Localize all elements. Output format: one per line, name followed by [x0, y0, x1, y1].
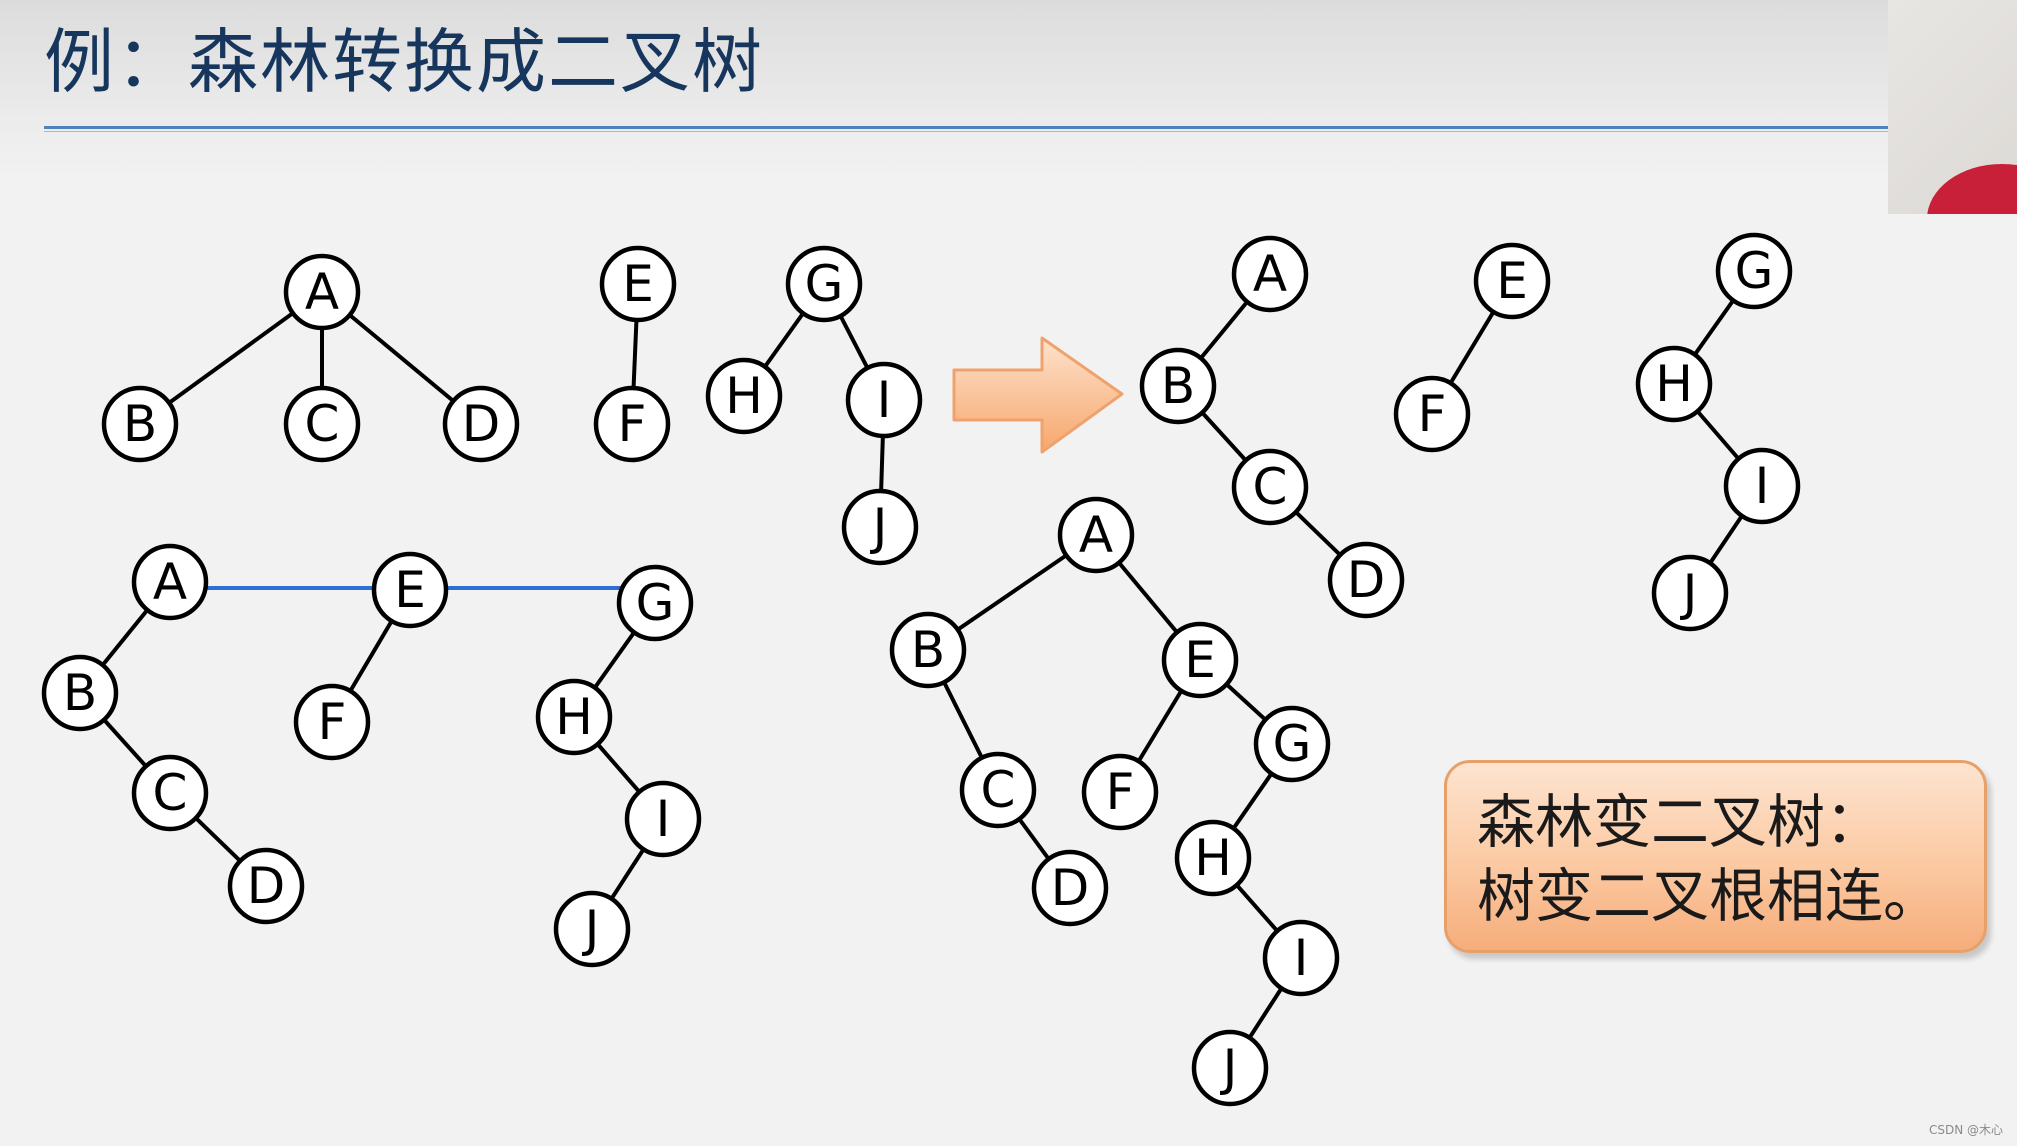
tree-node: B — [1139, 347, 1217, 425]
node-label: H — [725, 367, 763, 425]
tree-node: E — [371, 551, 449, 629]
tree-node: E — [1473, 242, 1551, 320]
node-label: A — [1253, 245, 1287, 303]
node-label: B — [63, 664, 97, 722]
tree-node: D — [1031, 849, 1109, 927]
node-label: D — [1051, 859, 1090, 917]
tree-node: I — [1723, 447, 1801, 525]
tree-node: C — [283, 385, 361, 463]
final-binary-tree: A B C D E F G H I J — [889, 496, 1340, 1107]
tree-node: C — [131, 754, 209, 832]
roots-connected: A B C D E F G H I J — [41, 543, 702, 968]
webcam-overlay — [1888, 0, 2017, 214]
node-label: E — [1496, 252, 1528, 310]
title-rule — [44, 126, 1888, 129]
node-label: D — [462, 395, 501, 453]
tree-node: J — [841, 488, 919, 566]
node-label: C — [305, 395, 340, 453]
node-label: I — [877, 371, 892, 429]
node-label: H — [1194, 829, 1232, 887]
node-label: E — [622, 255, 654, 313]
node-label: I — [1755, 457, 1770, 515]
node-label: B — [1161, 357, 1195, 415]
tree-node: J — [1191, 1029, 1269, 1107]
tree-node: A — [1231, 235, 1309, 313]
tree-node: A — [283, 253, 361, 331]
tree-node: G — [1715, 232, 1793, 310]
node-label: J — [870, 498, 888, 556]
node-label: G — [805, 255, 844, 313]
node-label: H — [555, 688, 593, 746]
slide-title: 例：森林转换成二叉树 — [44, 21, 764, 103]
tree-node: F — [1081, 753, 1159, 831]
tree-node: G — [616, 564, 694, 642]
node-label: B — [911, 621, 945, 679]
node-label: F — [1106, 763, 1135, 821]
watermark: CSDN @木心 — [1928, 1123, 2003, 1137]
tree-node: I — [1262, 919, 1340, 997]
tree-node: B — [889, 611, 967, 689]
tree-node: E — [1161, 621, 1239, 699]
tree-node: J — [1651, 554, 1729, 632]
tree-node: A — [1057, 496, 1135, 574]
node-label: F — [618, 395, 647, 453]
callout-line-1: 森林变二叉树： — [1477, 788, 1884, 856]
node-label: G — [1273, 715, 1312, 773]
node-label: I — [656, 790, 671, 848]
node-label: I — [1294, 929, 1309, 987]
tree-node: C — [959, 751, 1037, 829]
tree-node: F — [1393, 375, 1471, 453]
tree-node: H — [1635, 345, 1713, 423]
binary-trees: A B C D E F G H I J — [1139, 232, 1801, 632]
tree-node: H — [705, 357, 783, 435]
original-forest: A B C D E F G H I J — [101, 245, 923, 566]
transform-arrow — [952, 336, 1124, 454]
tree-node: I — [845, 361, 923, 439]
node-label: C — [1253, 458, 1288, 516]
node-label: E — [1184, 631, 1216, 689]
node-label: A — [1079, 506, 1113, 564]
title-rule-thin — [44, 131, 1888, 132]
tree-node: H — [1174, 819, 1252, 897]
node-label: G — [1735, 242, 1774, 300]
tree-node: G — [1253, 705, 1331, 783]
callout-line-2: 树变二叉根相连。 — [1477, 862, 1942, 930]
node-label: H — [1655, 355, 1693, 413]
node-label: B — [123, 395, 157, 453]
node-label: J — [1220, 1039, 1238, 1097]
tree-node: A — [131, 543, 209, 621]
rule-callout: 森林变二叉树： 树变二叉根相连。 — [1444, 760, 1987, 953]
tree-node: D — [227, 847, 305, 925]
node-label: J — [582, 900, 600, 958]
tree-node: D — [1327, 541, 1405, 619]
tree-node: B — [101, 385, 179, 463]
tree-node: B — [41, 654, 119, 732]
tree-node: G — [785, 245, 863, 323]
tree-node: D — [442, 385, 520, 463]
node-label: C — [981, 761, 1016, 819]
tree-node: J — [553, 890, 631, 968]
node-label: F — [318, 693, 347, 751]
tree-node: I — [624, 780, 702, 858]
node-label: A — [153, 553, 187, 611]
tree-node: C — [1231, 448, 1309, 526]
tree-node: H — [535, 678, 613, 756]
node-label: E — [394, 561, 426, 619]
node-label: J — [1680, 564, 1698, 622]
tree-node: E — [599, 245, 677, 323]
node-label: D — [1347, 551, 1386, 609]
node-label: F — [1418, 385, 1447, 443]
tree-node: F — [593, 385, 671, 463]
node-label: G — [636, 574, 675, 632]
node-label: A — [305, 263, 339, 321]
node-label: D — [247, 857, 286, 915]
tree-node: F — [293, 683, 371, 761]
node-label: C — [153, 764, 188, 822]
